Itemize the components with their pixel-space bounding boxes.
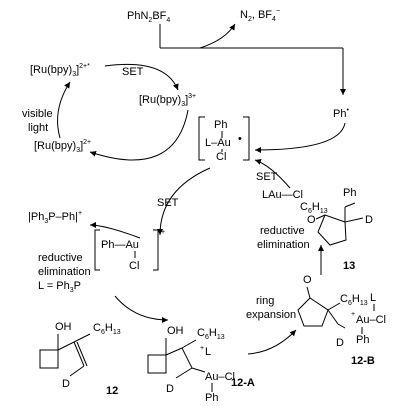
svg-text:L: L bbox=[370, 292, 376, 304]
ru-excited-to-oxidized-arrow bbox=[104, 63, 179, 91]
svg-text:C6H13: C6H13 bbox=[197, 327, 225, 341]
ligand-definition: L = Ph3P bbox=[38, 280, 81, 294]
lau-cl: LAu—Cl bbox=[262, 189, 303, 201]
svg-text:C6H13: C6H13 bbox=[93, 322, 121, 336]
svg-text:12-A: 12-A bbox=[231, 377, 255, 389]
au-cation-complex: Ph—Au + Cl bbox=[94, 229, 165, 272]
svg-text:Cl: Cl bbox=[216, 151, 226, 163]
au-radical-complex: Ph L–Au • Cl bbox=[198, 116, 250, 163]
visible-light-label-2: light bbox=[28, 122, 48, 134]
svg-text:D: D bbox=[166, 383, 174, 395]
ru-ground-to-excited-arrow bbox=[57, 81, 71, 139]
svg-text:D: D bbox=[365, 214, 373, 226]
svg-text:+: + bbox=[200, 345, 204, 352]
lau-set-label: SET bbox=[256, 171, 278, 183]
svg-text:OH: OH bbox=[55, 321, 72, 333]
svg-text:D: D bbox=[62, 378, 70, 390]
svg-text:+: + bbox=[161, 229, 165, 236]
au-set-arrow bbox=[157, 167, 211, 236]
svg-text:Ph: Ph bbox=[214, 119, 227, 131]
c12a-to-c12b-arrow bbox=[247, 329, 297, 355]
svg-text:Au–Cl: Au–Cl bbox=[205, 371, 235, 383]
reductive-elimination-2-a: reductive bbox=[260, 225, 305, 237]
svg-text:12-B: 12-B bbox=[351, 355, 375, 367]
svg-text:Ph: Ph bbox=[205, 392, 218, 404]
svg-text:Au–Cl: Au–Cl bbox=[356, 314, 386, 326]
svg-text:D: D bbox=[336, 337, 344, 349]
byproduct-label: N2, BF4− bbox=[240, 8, 280, 23]
svg-text:Ph—Au: Ph—Au bbox=[101, 239, 139, 251]
svg-text:12: 12 bbox=[106, 385, 118, 397]
svg-text:Ph: Ph bbox=[356, 334, 369, 346]
svg-text:O: O bbox=[307, 214, 316, 226]
ru-excited: [Ru(bpy)3]2+* bbox=[30, 63, 90, 78]
svg-text:Cl: Cl bbox=[129, 260, 139, 272]
lau-to-au-radical-arrow bbox=[254, 159, 291, 189]
phosphonium-arrow bbox=[89, 222, 141, 239]
compound-12A: OH C6H13 D + L Au–Cl Ph 12-A bbox=[147, 325, 255, 404]
ring-expansion-b: expansion bbox=[246, 309, 296, 321]
phenyl-radical: Ph• bbox=[333, 107, 349, 120]
phosphonium: |Ph3P–Ph|+ bbox=[28, 210, 82, 225]
svg-text:Ph: Ph bbox=[343, 187, 356, 199]
ring-expansion-a: ring bbox=[256, 295, 274, 307]
reductive-elimination-1-a: reductive bbox=[38, 252, 83, 264]
svg-text:13: 13 bbox=[343, 260, 355, 272]
diazonium-label: PhN2BF4 bbox=[127, 10, 170, 24]
svg-text:L: L bbox=[205, 346, 211, 358]
ph-radical-to-au-arrow bbox=[254, 122, 346, 153]
ru-set-label: SET bbox=[122, 66, 144, 78]
au-set-label: SET bbox=[157, 197, 179, 209]
svg-text:OH: OH bbox=[167, 325, 184, 337]
compound-12: OH C6H13 D 12 bbox=[39, 321, 121, 397]
svg-text:+: + bbox=[351, 311, 355, 318]
compound-13: O Ph D 13 bbox=[307, 187, 373, 272]
svg-text:C6H13: C6H13 bbox=[340, 293, 368, 307]
svg-text:L–Au: L–Au bbox=[205, 137, 231, 149]
c13-c6h13: C6H13 bbox=[300, 201, 328, 215]
reductive-elimination-1-b: elimination bbox=[38, 266, 91, 278]
visible-light-label: visible bbox=[22, 108, 53, 120]
compound-12B: O C6H13 D L + Au–Cl Ph 12-B bbox=[297, 274, 386, 367]
svg-text:O: O bbox=[303, 274, 312, 286]
svg-text:•: • bbox=[238, 133, 242, 145]
reductive-elimination-2-b: elimination bbox=[257, 239, 310, 251]
byproduct-arrow bbox=[199, 23, 236, 49]
ru-oxidized: [Ru(bpy)3]3+ bbox=[139, 93, 196, 108]
c12-to-c12a-arrow bbox=[114, 295, 169, 323]
ru-ground: [Ru(bpy)3]2+ bbox=[34, 139, 91, 154]
ru-oxidized-to-ground-arrow bbox=[89, 109, 189, 161]
